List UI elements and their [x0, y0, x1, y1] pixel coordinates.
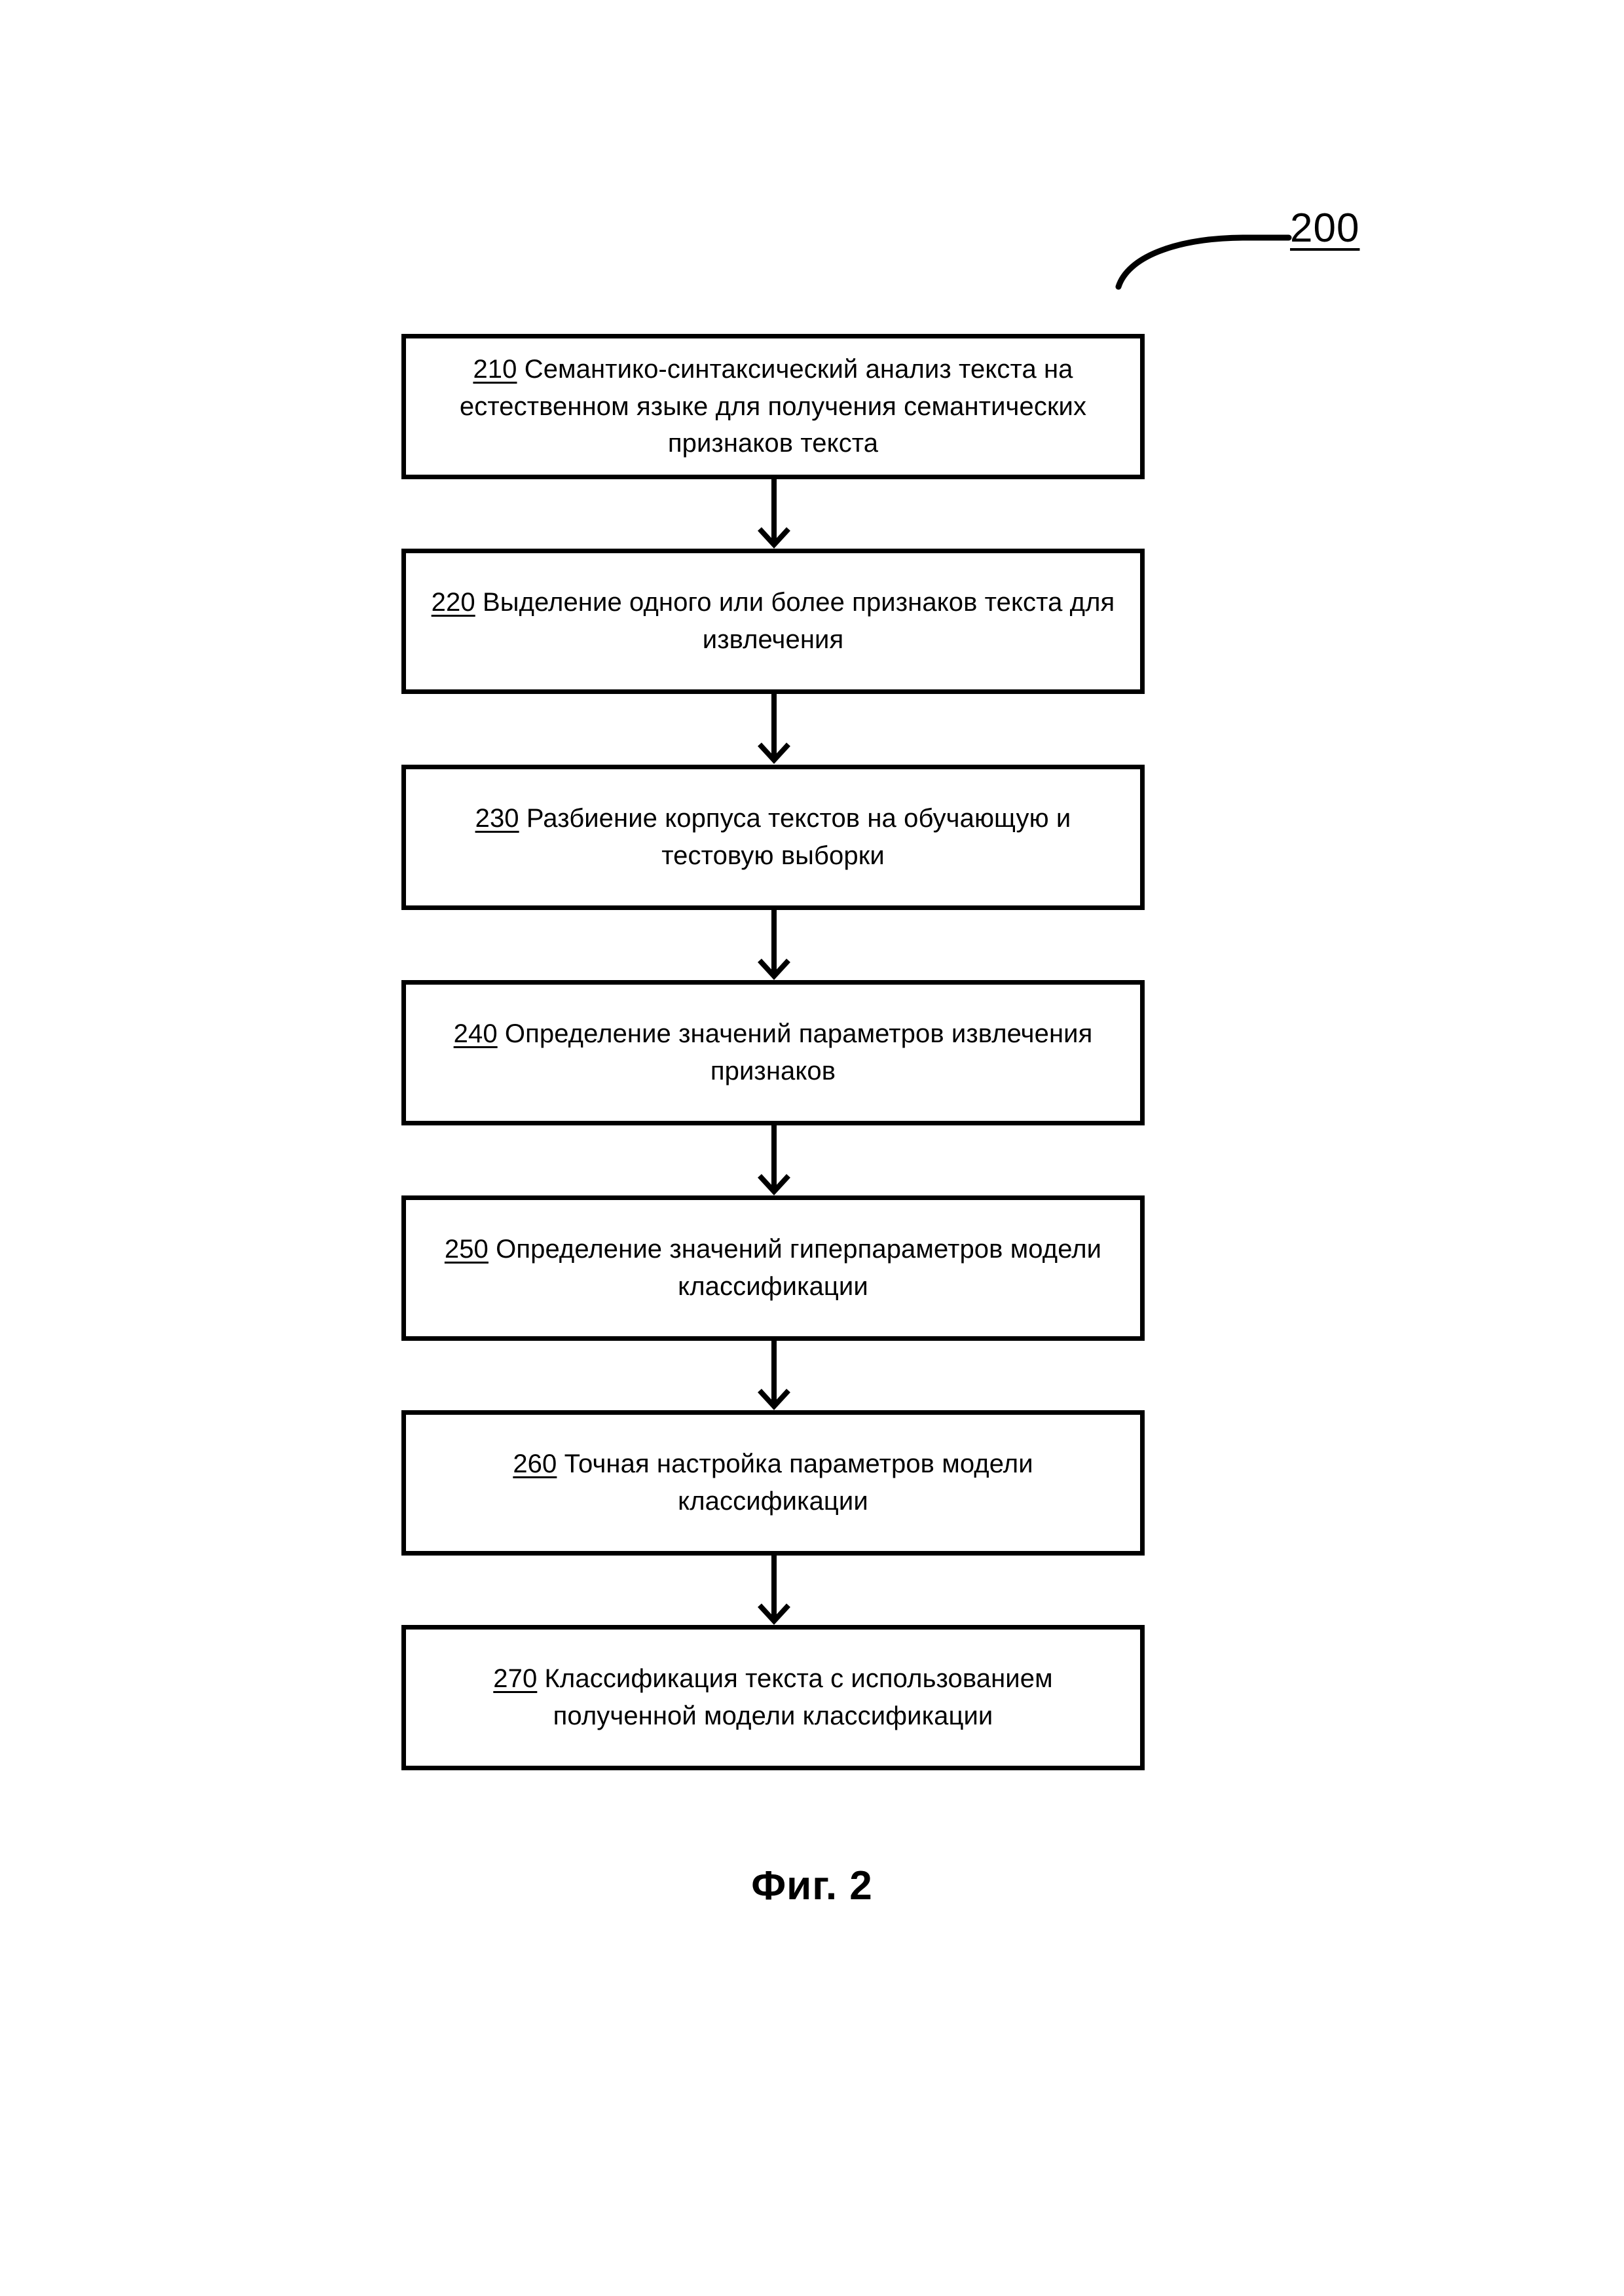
flow-step-230-number: 230 [475, 804, 519, 833]
figure-reference-callout: 200 [1113, 190, 1454, 301]
flow-step-230[interactable]: 230 Разбиение корпуса текстов на обучающ… [401, 765, 1145, 910]
flow-step-260[interactable]: 260 Точная настройка параметров модели к… [401, 1410, 1145, 1556]
arrow-down-icon-210-220 [758, 477, 790, 549]
flow-step-220-text: 220 Выделение одного или более признаков… [428, 584, 1118, 659]
flow-step-270-text: 270 Классификация текста с использование… [428, 1660, 1118, 1735]
flow-step-260-text: 260 Точная настройка параметров модели к… [428, 1446, 1118, 1520]
arrow-down-icon-260-270 [758, 1553, 790, 1625]
flow-step-260-number: 260 [513, 1449, 557, 1479]
arrow-down-icon-220-230 [758, 692, 790, 764]
flow-step-250-text: 250 Определение значений гиперпараметров… [428, 1231, 1118, 1305]
flow-step-270[interactable]: 270 Классификация текста с использование… [401, 1625, 1145, 1770]
flow-step-210-text: 210 Семантико-синтаксический анализ текс… [428, 351, 1118, 462]
flow-step-240[interactable]: 240 Определение значений параметров извл… [401, 980, 1145, 1125]
flow-step-230-text: 230 Разбиение корпуса текстов на обучающ… [428, 800, 1118, 875]
flow-step-220[interactable]: 220 Выделение одного или более признаков… [401, 549, 1145, 694]
arrow-down-icon-240-250 [758, 1123, 790, 1195]
flow-step-250[interactable]: 250 Определение значений гиперпараметров… [401, 1195, 1145, 1341]
flow-step-240-label: Определение значений параметров извлечен… [504, 1019, 1093, 1085]
flow-step-250-label: Определение значений гиперпараметров мод… [496, 1235, 1102, 1301]
arrow-down-icon-250-260 [758, 1338, 790, 1410]
flow-step-260-label: Точная настройка параметров модели класс… [564, 1449, 1033, 1516]
flow-step-220-number: 220 [431, 588, 475, 617]
arrow-down-icon-230-240 [758, 908, 790, 980]
flow-step-230-label: Разбиение корпуса текстов на обучающую и… [526, 804, 1071, 870]
flow-step-210-label: Семантико-синтаксический анализ текста н… [459, 354, 1087, 458]
leader-line-icon [1115, 234, 1292, 290]
flow-step-270-label: Классификация текста с использованием по… [544, 1664, 1053, 1730]
flow-step-250-number: 250 [444, 1235, 489, 1264]
flow-step-270-number: 270 [493, 1664, 538, 1694]
flow-step-210[interactable]: 210 Семантико-синтаксический анализ текс… [401, 334, 1145, 479]
flow-step-210-number: 210 [473, 354, 517, 384]
figure-reference-number: 200 [1290, 206, 1360, 251]
figure-caption: Фиг. 2 [751, 1863, 873, 1908]
flow-step-240-text: 240 Определение значений параметров извл… [428, 1015, 1118, 1090]
flow-step-220-label: Выделение одного или более признаков тек… [482, 588, 1115, 654]
flow-step-240-number: 240 [453, 1019, 498, 1049]
